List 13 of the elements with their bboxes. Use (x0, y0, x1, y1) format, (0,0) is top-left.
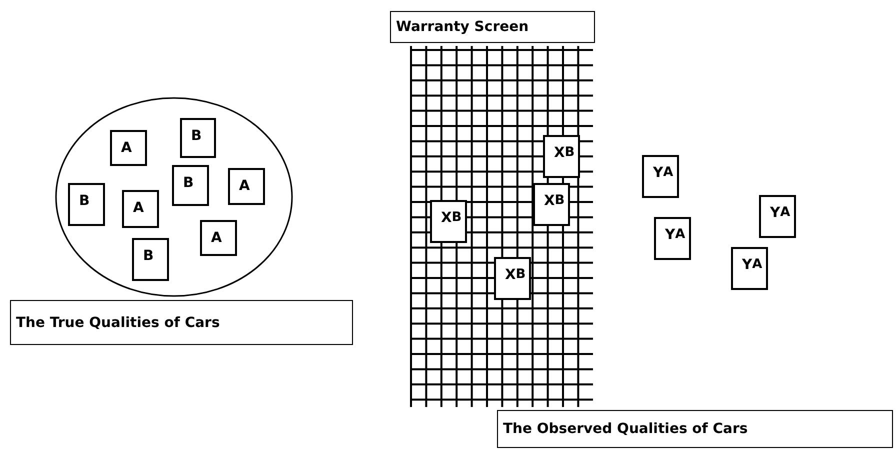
label-box: Warranty Screen (390, 11, 595, 43)
ellipse-outline (55, 97, 293, 297)
car-box: B (172, 165, 209, 206)
car-box: B (180, 118, 216, 158)
label-box: The True Qualities of Cars (10, 300, 353, 345)
car-box: A (122, 190, 159, 228)
car-box: B (68, 183, 105, 226)
car-box: A (200, 220, 237, 256)
car-box: A (228, 168, 265, 205)
grid-screen (410, 46, 593, 407)
car-box: B (132, 238, 169, 281)
car-box: A (110, 130, 147, 166)
label-box: The Observed Qualities of Cars (497, 410, 893, 448)
